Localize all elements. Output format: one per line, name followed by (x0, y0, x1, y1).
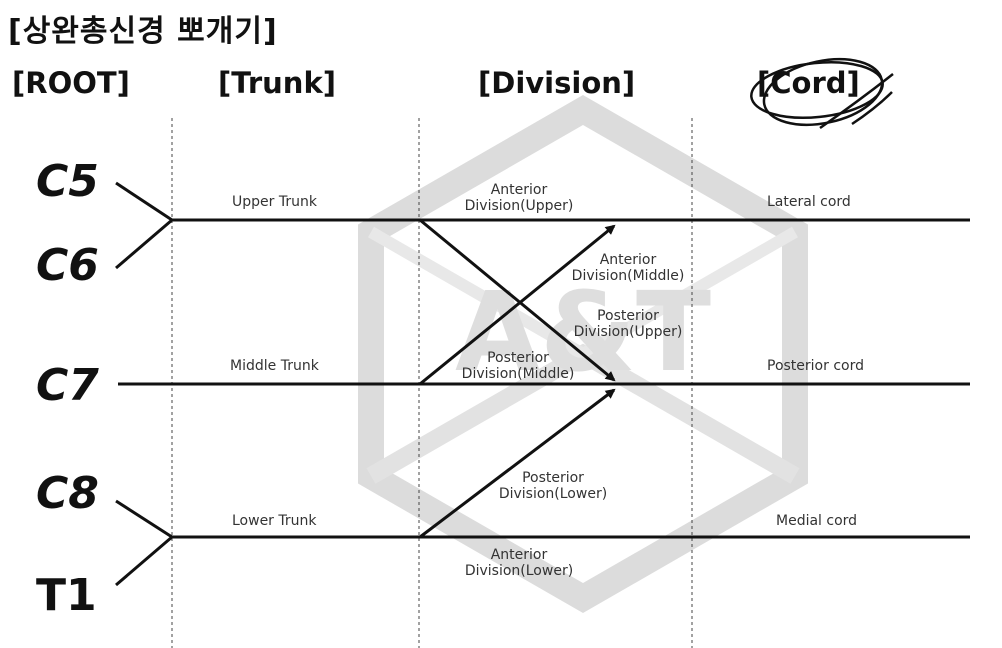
division-label-line: Division(Upper) (573, 324, 683, 340)
division-label-anterior-middle: Anterior Division(Middle) (548, 252, 708, 284)
cord-label-posterior: Posterior cord (767, 358, 864, 374)
root-label-c5: C5 (36, 156, 99, 207)
root-label-t1: T1 (36, 570, 97, 621)
division-label-line: Division(Lower) (464, 563, 574, 579)
root-line-c6 (115, 218, 173, 270)
cord-label-lateral: Lateral cord (767, 194, 851, 210)
page-title: [상완총신경 뽀개기] (8, 14, 278, 49)
division-label-posterior-middle: Posterior Division(Middle) (438, 350, 598, 382)
cord-label-medial: Medial cord (776, 513, 858, 529)
column-header-division: [Division] (478, 66, 636, 100)
cord-circle-scribble (750, 57, 894, 130)
trunk-label-upper: Upper Trunk (232, 194, 317, 210)
posterior-division-upper-arrow (419, 218, 616, 382)
division-label-line: Anterior (490, 547, 548, 563)
root-line-t1 (115, 535, 173, 587)
root-line-c8 (115, 499, 173, 539)
division-label-posterior-lower: Posterior Division(Lower) (473, 470, 633, 502)
division-label-line: Posterior (522, 470, 584, 486)
division-label-line: Posterior (597, 308, 659, 324)
root-label-c8: C8 (36, 468, 99, 519)
root-label-c6: C6 (36, 240, 99, 291)
root-label-c7: C7 (36, 360, 99, 411)
column-header-root: [ROOT] (12, 66, 130, 100)
column-header-trunk: [Trunk] (218, 66, 336, 100)
trunk-label-lower: Lower Trunk (232, 513, 317, 529)
division-label-line: Posterior (487, 350, 549, 366)
division-label-line: Division(Lower) (498, 486, 608, 502)
column-header-cord: [Cord] (757, 66, 860, 100)
division-label-line: Anterior (599, 252, 657, 268)
division-label-line: Division(Middle) (571, 268, 685, 284)
division-label-posterior-upper: Posterior Division(Upper) (548, 308, 708, 340)
trunk-label-middle: Middle Trunk (230, 358, 319, 374)
watermark-logo: A&T (358, 95, 808, 613)
division-label-line: Division(Upper) (464, 198, 574, 214)
division-label-anterior-upper: Anterior Division(Upper) (439, 182, 599, 214)
division-label-anterior-lower: Anterior Division(Lower) (439, 547, 599, 579)
root-line-c5 (115, 181, 173, 222)
division-label-line: Division(Middle) (461, 366, 575, 382)
watermark-text: A&T (455, 268, 711, 396)
posterior-division-lower-arrow (419, 388, 616, 539)
anterior-division-middle-arrow (419, 224, 616, 386)
division-label-line: Anterior (490, 182, 548, 198)
